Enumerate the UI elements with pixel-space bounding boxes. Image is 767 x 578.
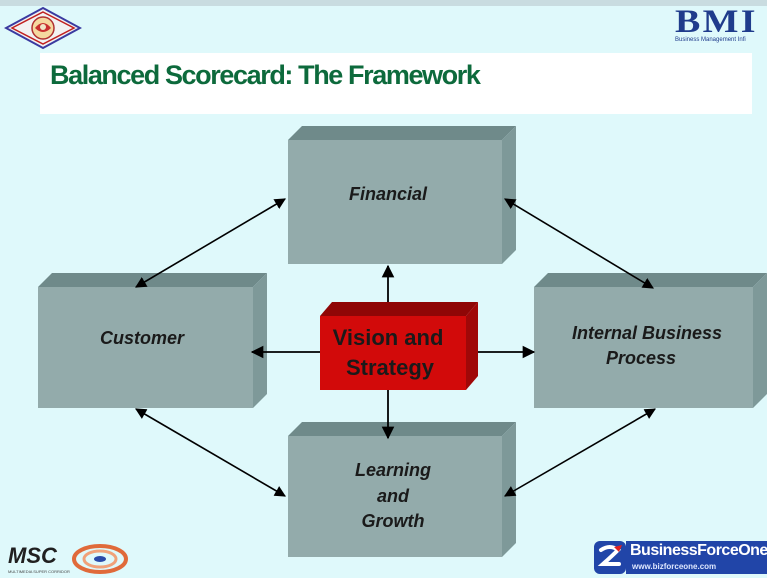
emblem-logo <box>3 6 83 50</box>
learning-label-line3: Growth <box>362 511 425 531</box>
financial-box: Financial <box>288 126 516 264</box>
customer-box: Customer <box>38 273 267 408</box>
bfo-banner: BusinessForceOne www.bizforceone.com <box>626 541 767 574</box>
learning-label-line1: Learning <box>355 460 431 480</box>
bfo-logo-url: www.bizforceone.com <box>632 562 717 571</box>
internal-process-box: Internal Business Process <box>534 273 767 408</box>
arrow-customer-learning <box>135 408 286 497</box>
financial-label: Financial <box>349 184 428 204</box>
arrow-customer-financial <box>135 198 286 288</box>
businessforceone-logo: BusinessForceOne www.bizforceone.com <box>592 539 767 578</box>
vision-label-line2: Strategy <box>346 355 435 380</box>
arrow-internal-learning <box>504 408 656 497</box>
learning-label-line2: and <box>377 486 410 506</box>
msc-logo: MSC MULTIMEDIA SUPER CORRIDOR <box>4 540 132 578</box>
vision-strategy-box: Vision and Strategy <box>320 302 478 390</box>
internal-process-label-line1: Internal Business <box>572 323 722 343</box>
internal-process-label-line2: Process <box>606 348 676 368</box>
msc-logo-subtitle: MULTIMEDIA SUPER CORRIDOR <box>8 569 70 574</box>
bmi-logo-subtitle: Business Management Infi <box>675 37 746 43</box>
top-strip <box>0 0 767 6</box>
bfo-logo-text: BusinessForceOne <box>630 542 767 559</box>
page-title: Balanced Scorecard: The Framework <box>50 60 481 90</box>
bmi-logo-text: BMI <box>675 6 758 40</box>
learning-growth-box: Learning and Growth <box>288 422 516 557</box>
bfo-mark-icon <box>594 541 626 574</box>
msc-swirl-icon <box>72 544 128 574</box>
arrow-financial-internal <box>504 198 654 289</box>
vision-label-line1: Vision and <box>333 325 444 350</box>
title-band: Balanced Scorecard: The Framework <box>40 53 752 114</box>
bmi-logo: BMI Business Management Infi <box>672 6 767 52</box>
customer-label: Customer <box>100 328 185 348</box>
msc-logo-text: MSC <box>8 543 57 568</box>
